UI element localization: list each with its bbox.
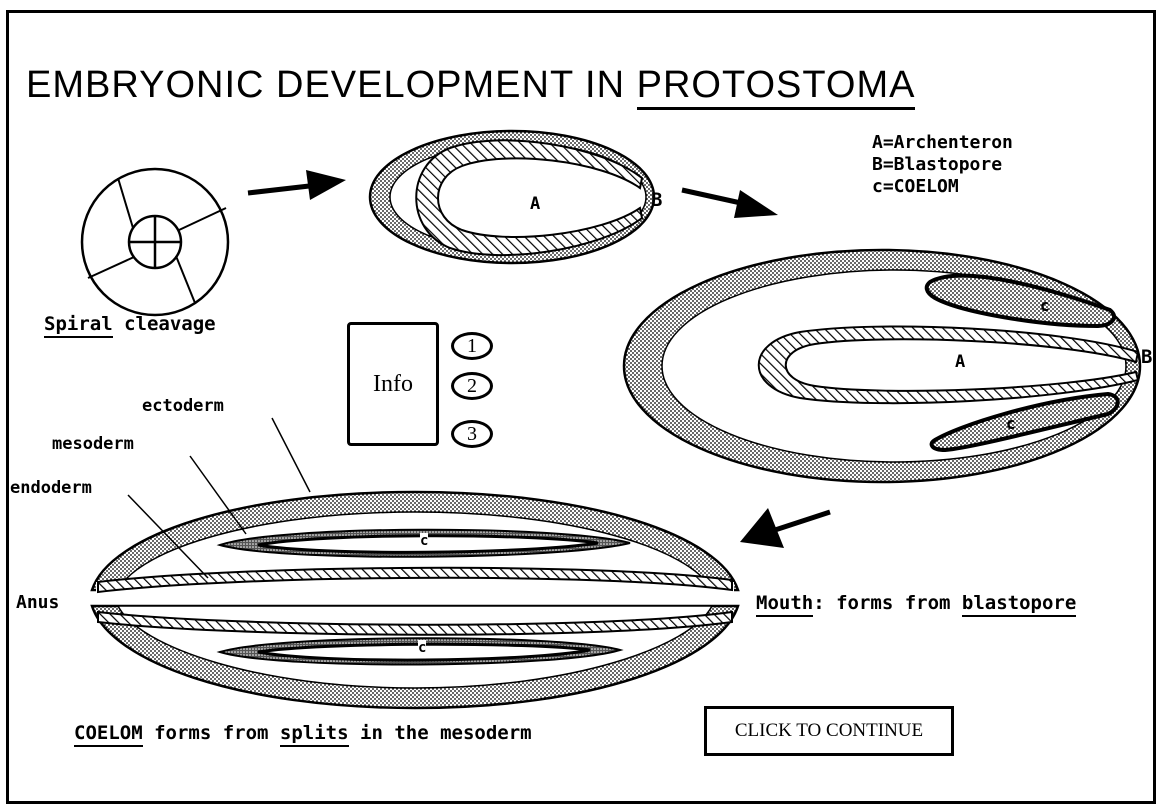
arrow-gastrula-to-coelom (682, 190, 778, 218)
info-button[interactable]: Info (347, 322, 439, 446)
coelom-split-label-bottom: c (418, 640, 426, 656)
arrow-to-final-embryo (740, 508, 830, 548)
small-blastopore-label: B (651, 189, 662, 211)
coelom-caption: COELOM forms from splits in the mesoderm (74, 722, 532, 744)
large-archenteron-label: A (955, 352, 965, 372)
blastopore-word: blastopore (962, 592, 1076, 617)
info-button-2[interactable]: 2 (451, 372, 493, 400)
coelom-word: COELOM (74, 722, 143, 747)
large-gastrula (624, 250, 1140, 482)
coelom-label-bottom: c (1006, 414, 1016, 433)
mouth-word: Mouth (756, 592, 813, 617)
mouth-caption: Mouth: forms from blastopore (756, 592, 1076, 614)
legend-coelom: c=COELOM (872, 176, 1013, 198)
title-underlined-word: PROTOSTOMA (637, 64, 916, 110)
large-blastopore-label: B (1141, 346, 1152, 368)
spiral-word: Spiral (44, 313, 113, 338)
splits-word: splits (280, 722, 349, 747)
spiral-cleavage-caption: Spiral cleavage (44, 313, 216, 335)
page-title: EMBRYONIC DEVELOPMENT IN PROTOSTOMA (26, 64, 915, 107)
mouth-caption-text: : forms from (813, 592, 962, 614)
ectoderm-label: ectoderm (142, 396, 224, 416)
endoderm-label: endoderm (10, 478, 92, 498)
coelom-split-label-top: c (420, 533, 428, 549)
spiral-cleavage-embryo (82, 169, 228, 315)
legend-archenteron: A=Archenteron (872, 132, 1013, 154)
title-text: EMBRYONIC DEVELOPMENT IN (26, 64, 637, 106)
small-archenteron-label: A (530, 194, 540, 214)
caption-text-1: forms from (143, 722, 280, 744)
small-gastrula (370, 131, 654, 263)
legend: A=Archenteron B=Blastopore c=COELOM (872, 132, 1013, 198)
arrow-cleavage-to-gastrula (248, 170, 346, 200)
cleavage-word: cleavage (113, 313, 216, 335)
final-embryo-lower (92, 606, 738, 708)
mesoderm-label: mesoderm (52, 434, 134, 454)
continue-button[interactable]: CLICK TO CONTINUE (704, 706, 954, 756)
info-button-1[interactable]: 1 (451, 332, 493, 360)
final-embryo-upper (92, 492, 738, 592)
coelom-label-top: c (1040, 296, 1050, 315)
caption-text-2: in the mesoderm (349, 722, 532, 744)
info-button-3[interactable]: 3 (451, 420, 493, 448)
anus-label: Anus (16, 592, 59, 613)
legend-blastopore: B=Blastopore (872, 154, 1013, 176)
